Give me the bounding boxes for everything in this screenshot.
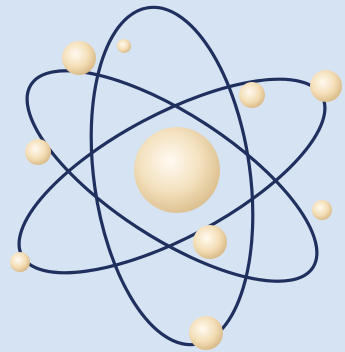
electron [312, 200, 332, 220]
electron [193, 225, 227, 259]
electron [189, 316, 223, 350]
electron [10, 252, 30, 272]
electron [62, 41, 96, 75]
nucleus [134, 127, 220, 213]
electron [239, 82, 265, 108]
electron [25, 139, 51, 165]
electron [310, 70, 342, 102]
electron [117, 39, 131, 53]
